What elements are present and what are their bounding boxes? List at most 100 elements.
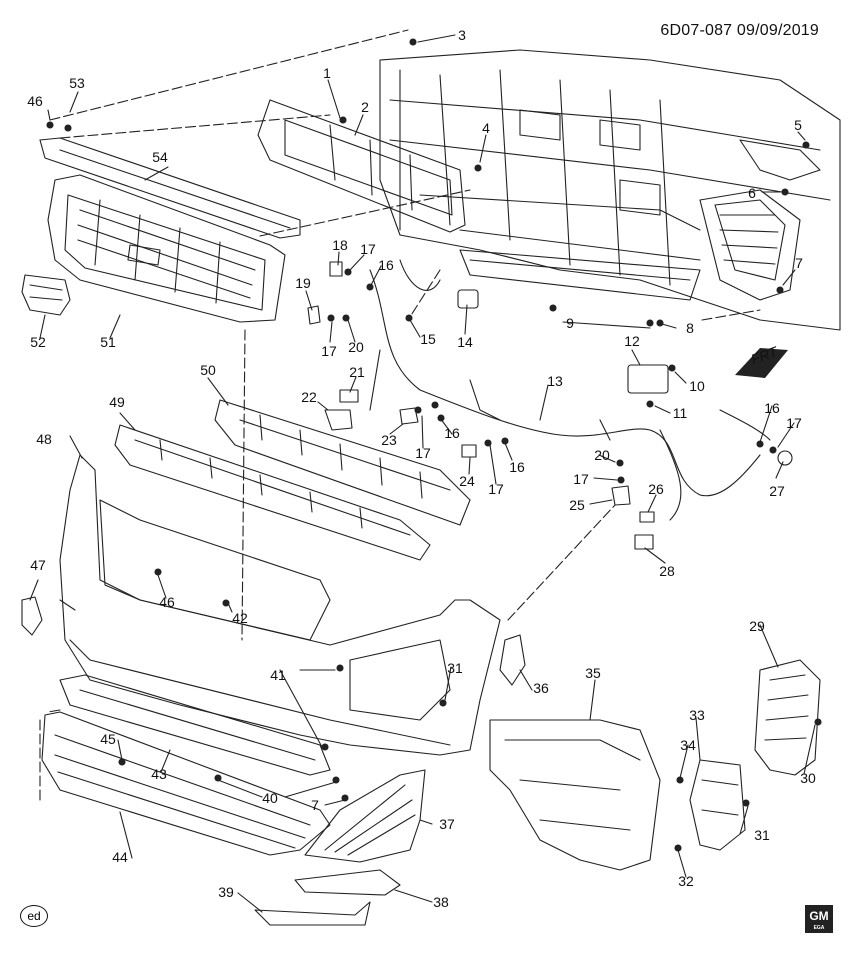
callout-39: 39 [218,884,234,900]
callout-34: 34 [680,737,696,753]
callout-7b: 7 [311,797,319,813]
callout-28: 28 [659,563,675,579]
callout-13: 13 [547,373,563,389]
callout-42: 42 [232,610,248,626]
drawing-header: 6D07-087 09/09/2019 [660,22,819,40]
callout-40: 40 [262,790,278,806]
bumper-bracket-part-49 [114,424,431,561]
callout-37: 37 [439,816,455,832]
callout-22: 22 [301,389,317,405]
gm-logo-icon: GM EGA [805,905,833,933]
bumper-side-bracket-part-35 [489,719,661,871]
callout-12: 12 [624,333,640,349]
clip-part-18 [329,261,343,277]
front-grille-part-51 [47,174,286,323]
callout-17c: 17 [415,445,431,461]
callout-17: 17 [360,241,376,257]
callout-15: 15 [420,331,436,347]
drawing-tag: ed [20,905,48,927]
side-marker-part-47 [21,596,43,636]
callout-23: 23 [381,432,397,448]
lower-grille-part-44 [41,711,331,856]
callout-4: 4 [482,120,490,136]
bracket-part-21 [339,389,359,403]
sensor-part-22 [324,409,353,431]
sensor-part-28 [634,534,654,550]
callout-5: 5 [794,117,802,133]
callout-6: 6 [748,185,756,201]
pad-part-27 [777,450,793,466]
callout-25: 25 [569,497,585,513]
callout-53: 53 [69,75,85,91]
callout-31b: 31 [754,827,770,843]
callout-43: 43 [151,766,167,782]
callout-9: 9 [566,315,574,331]
fog-lamp-bezel-part-37 [304,769,426,863]
upper-grille-trim-part-54 [39,137,301,239]
callout-16c: 16 [509,459,525,475]
callout-19: 19 [295,275,311,291]
callout-17d: 17 [488,481,504,497]
callout-52: 52 [30,334,46,350]
energy-absorber-part-50 [214,399,471,526]
wiring-harness-part-13 [369,259,771,521]
callout-44: 44 [112,849,128,865]
callout-30: 30 [800,770,816,786]
sensor-part-26 [639,511,655,523]
callout-49: 49 [109,394,125,410]
front-bumper-fascia-part-48 [59,454,501,756]
callout-51: 51 [100,334,116,350]
callout-10: 10 [689,378,705,394]
callout-17e: 17 [573,471,589,487]
bracket-part-23 [399,407,419,425]
bracket-part-19 [307,305,321,325]
fasteners [46,38,822,852]
callout-21: 21 [349,364,365,380]
callout-7: 7 [795,255,803,271]
callout-14: 14 [457,334,473,350]
callout-32: 32 [678,873,694,889]
callout-11: 11 [673,405,688,421]
emblem-part-52 [21,274,71,316]
callout-1: 1 [323,65,331,81]
pad-part-24 [461,444,477,458]
molding-part-39 [254,901,371,926]
callout-17b: 17 [321,343,337,359]
callout-45: 45 [100,731,116,747]
callout-16b: 16 [444,425,460,441]
logo-main: GM [809,909,829,923]
callout-46: 46 [159,594,175,610]
callout-48: 48 [36,431,52,447]
callout-2: 2 [361,99,369,115]
sensor-module-part-12 [627,364,669,394]
reference-lines [39,29,761,801]
callout-17f: 17 [786,415,802,431]
leader-lines [29,34,816,913]
callout-50: 50 [200,362,216,378]
callout-27: 27 [769,483,785,499]
drawing-date: 09/09/2019 [736,22,819,39]
callout-31: 31 [447,660,463,676]
callout-38: 38 [433,894,449,910]
callout-18: 18 [332,237,348,253]
callout-26: 26 [648,481,664,497]
bracket-part-33 [689,759,746,851]
callout-labels: 1 2 3 4 5 6 7 8 9 10 11 12 13 14 15 16 1… [27,27,816,910]
callout-16: 16 [378,257,394,273]
callout-35: 35 [585,665,601,681]
callout-20b: 20 [594,447,610,463]
lamp-assembly-part-29 [754,659,821,776]
callout-33: 33 [689,707,705,723]
lower-grille-trim-part-43 [59,674,331,776]
bracket-part-25 [611,485,631,506]
callout-36: 36 [533,680,549,696]
callout-20: 20 [348,339,364,355]
callout-29: 29 [749,618,765,634]
callout-8: 8 [686,320,694,336]
callout-41: 41 [270,667,286,683]
bezel-trim-part-38 [294,869,401,896]
callout-24: 24 [459,473,475,489]
vehicle-front-structure [379,49,841,331]
callout-54: 54 [152,149,168,165]
